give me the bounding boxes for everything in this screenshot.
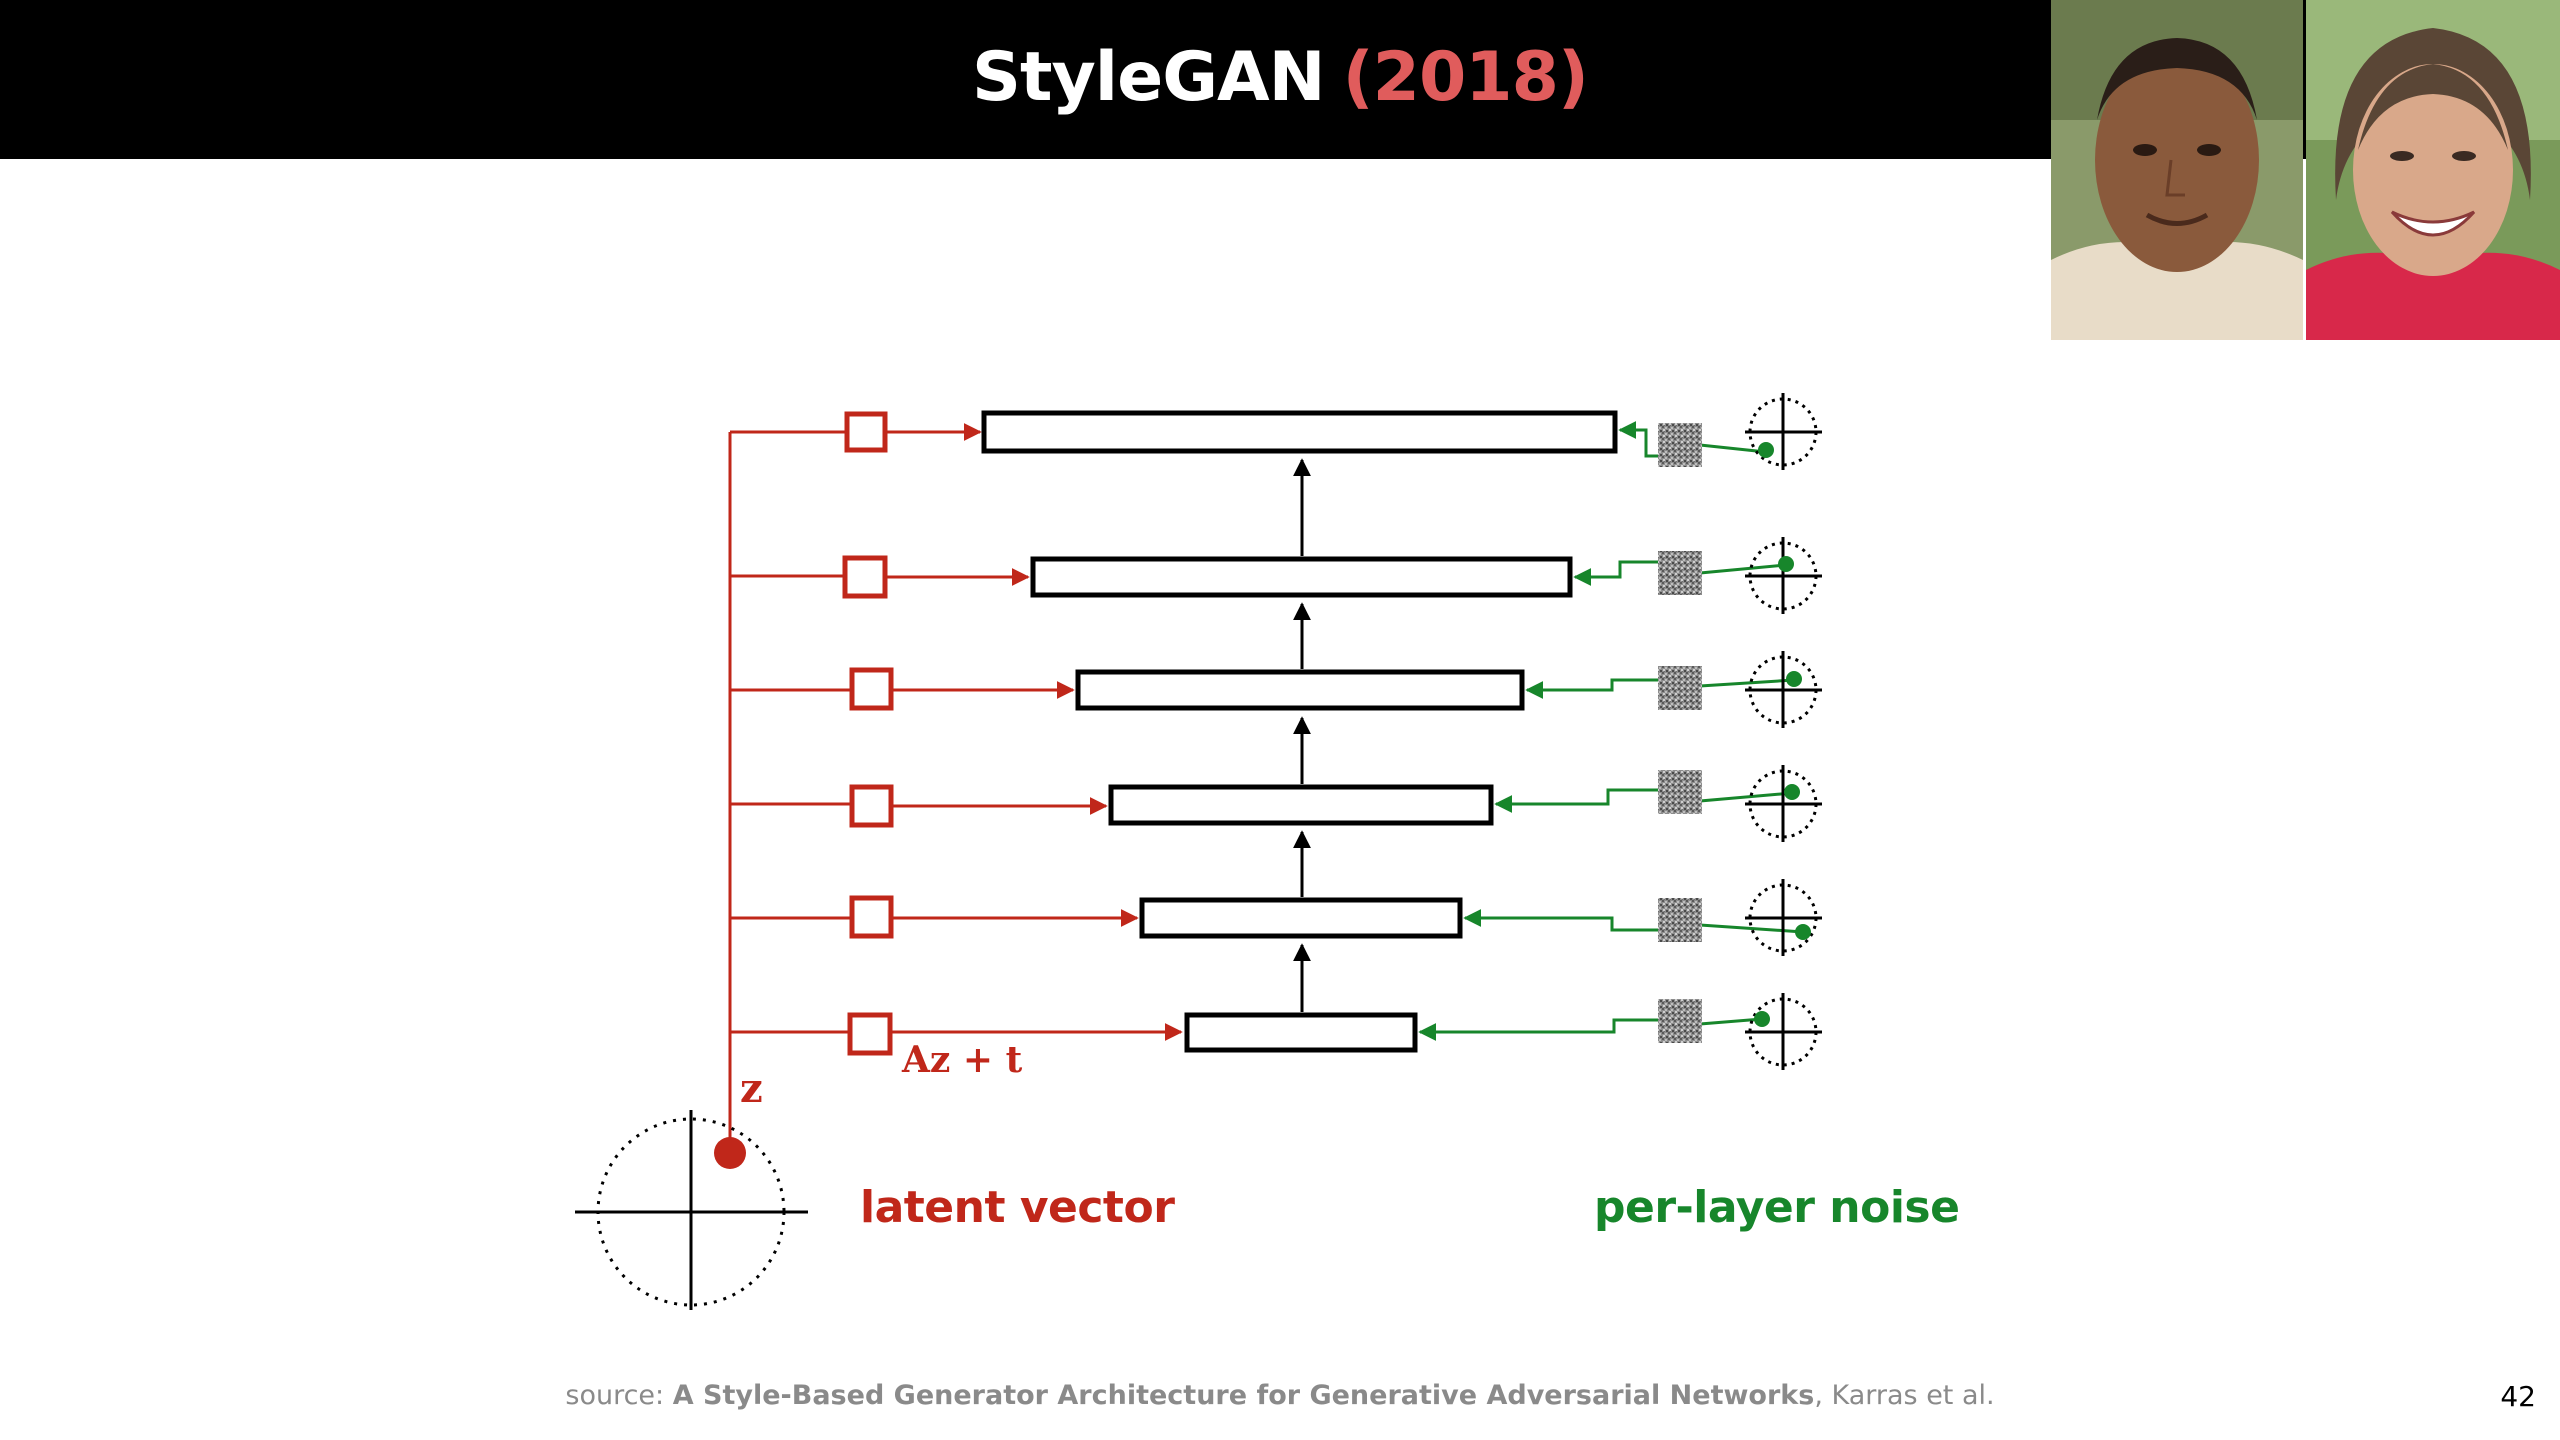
noise-distribution-icon (1745, 393, 1822, 470)
title-year: (2018) (1342, 38, 1589, 117)
affine-box (842, 555, 888, 599)
affine-box (844, 411, 888, 453)
synthesis-block (1030, 556, 1573, 598)
per-layer-noise-label: per-layer noise (1594, 1182, 1960, 1233)
noise-distribution-icon (1745, 537, 1822, 614)
affine-box (849, 895, 894, 939)
layer-row (730, 537, 1822, 614)
noise-arrow (1525, 678, 1658, 699)
noise-image (1658, 770, 1702, 814)
affine-box (849, 784, 894, 828)
layer-row (730, 651, 1822, 728)
synthesis-block (1108, 784, 1494, 826)
noise-arrow (1494, 788, 1658, 813)
synthesis-block (1139, 897, 1463, 939)
source-authors: , Karras et al. (1814, 1380, 1995, 1411)
noise-arrow (1463, 909, 1658, 932)
slide-title: StyleGAN (2018) (0, 0, 2560, 155)
layer-rows (730, 393, 1822, 1070)
page-number: 42 (2500, 1380, 2536, 1413)
noise-distribution-icon (1745, 651, 1822, 728)
synthesis-block (981, 410, 1618, 454)
noise-distribution-icon (1745, 993, 1822, 1070)
affine-box (849, 667, 894, 711)
affine-box (847, 1012, 893, 1056)
noise-distribution-icon (1745, 879, 1822, 956)
synthesis-block (1184, 1012, 1418, 1053)
title-main: StyleGAN (971, 38, 1326, 117)
layer-row (730, 879, 1822, 956)
noise-image (1658, 551, 1702, 595)
affine-label: Az + t (901, 1039, 1023, 1081)
noise-image (1658, 666, 1702, 710)
layer-row (730, 393, 1822, 470)
noise-image (1658, 999, 1702, 1043)
face-photo-man (2051, 0, 2303, 340)
source-citation: source: A Style-Based Generator Architec… (0, 1380, 2560, 1411)
noise-distribution-icon (1745, 765, 1822, 842)
latent-sample-dot (714, 1137, 746, 1169)
source-prefix: source: (565, 1380, 665, 1411)
face-photo-woman (2306, 0, 2560, 340)
noise-arrow (1618, 421, 1658, 458)
latent-symbol: z (740, 1065, 763, 1112)
layer-row (730, 993, 1822, 1070)
noise-image (1658, 898, 1702, 942)
layer-row (730, 765, 1822, 842)
noise-arrow (1418, 1018, 1658, 1041)
source-title: A Style-Based Generator Architecture for… (672, 1380, 1815, 1411)
synthesis-block (1075, 669, 1525, 711)
noise-image (1658, 423, 1702, 467)
latent-distribution-icon (575, 1110, 808, 1310)
latent-vector-label: latent vector (860, 1182, 1175, 1233)
noise-arrow (1573, 560, 1658, 586)
